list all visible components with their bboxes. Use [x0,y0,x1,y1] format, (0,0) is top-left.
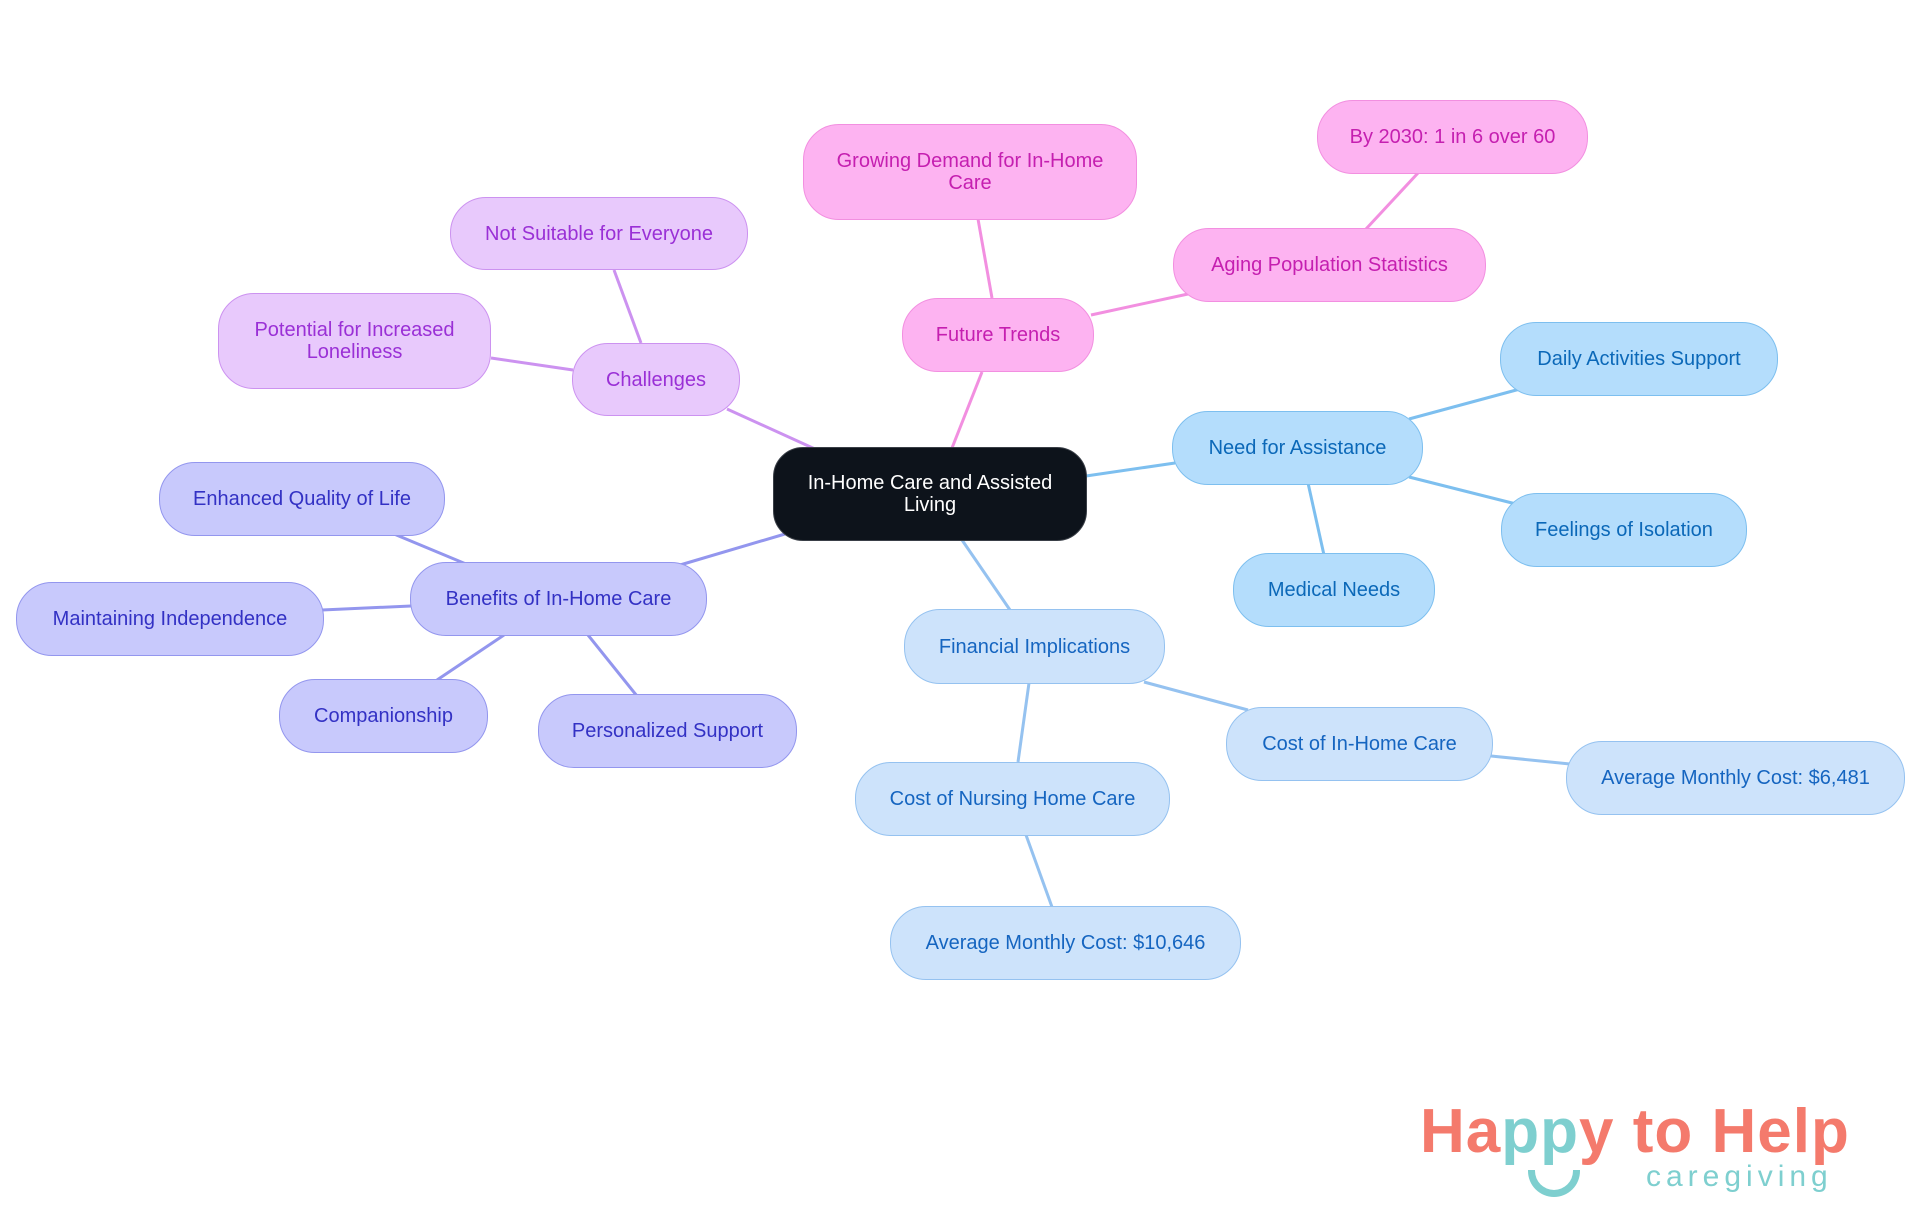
node-label: Future Trends [935,324,1061,346]
branch-node-cost-in-home-care[interactable]: Cost of In-Home Care [1226,707,1493,781]
node-label: Feelings of Isolation [1535,519,1713,541]
node-label: Growing Demand for In-Home Care [836,150,1104,194]
leaf-node-nursing-monthly-cost[interactable]: Average Monthly Cost: $10,646 [890,906,1241,980]
branch-node-benefits[interactable]: Benefits of In-Home Care [410,562,707,636]
leaf-node-in-home-monthly-cost[interactable]: Average Monthly Cost: $6,481 [1566,741,1905,815]
leaf-node-not-suitable[interactable]: Not Suitable for Everyone [450,197,748,270]
node-label: Need for Assistance [1208,437,1387,459]
node-label: Maintaining Independence [52,608,288,630]
node-label: Not Suitable for Everyone [485,222,713,245]
logo-tagline: caregiving [1646,1160,1833,1193]
node-label: Personalized Support [571,720,764,742]
leaf-node-growing-demand[interactable]: Growing Demand for In-Home Care [803,124,1137,220]
logo-wordmark: Happy to Help [1420,1097,1850,1166]
root-node[interactable]: In-Home Care and Assisted Living [773,447,1087,541]
node-label: Companionship [314,705,453,727]
leaf-node-increased-loneliness[interactable]: Potential for Increased Loneliness [218,293,491,389]
node-label: Potential for Increased Loneliness [254,319,455,363]
leaf-node-maintaining-independence[interactable]: Maintaining Independence [16,582,324,656]
node-label: Enhanced Quality of Life [193,488,411,510]
leaf-node-feelings-isolation[interactable]: Feelings of Isolation [1501,493,1747,567]
leaf-node-enhanced-quality[interactable]: Enhanced Quality of Life [159,462,445,536]
leaf-node-medical-needs[interactable]: Medical Needs [1233,553,1435,627]
leaf-node-by-2030[interactable]: By 2030: 1 in 6 over 60 [1317,100,1588,174]
happy-to-help-logo: Happy to Help caregiving [1420,1100,1880,1200]
smile-icon [1528,1170,1580,1197]
branch-node-future-trends[interactable]: Future Trends [902,298,1094,372]
node-label: Benefits of In-Home Care [445,588,672,610]
node-label: Average Monthly Cost: $6,481 [1601,767,1870,789]
node-label: Cost of In-Home Care [1262,733,1457,755]
leaf-node-companionship[interactable]: Companionship [279,679,488,753]
node-label: Cost of Nursing Home Care [889,788,1136,810]
node-label: Aging Population Statistics [1211,254,1448,276]
leaf-node-personalized-support[interactable]: Personalized Support [538,694,797,768]
branch-node-challenges[interactable]: Challenges [572,343,740,416]
node-label: Daily Activities Support [1537,348,1741,370]
branch-node-aging-population[interactable]: Aging Population Statistics [1173,228,1486,302]
branch-node-cost-nursing-home[interactable]: Cost of Nursing Home Care [855,762,1170,836]
leaf-node-daily-activities[interactable]: Daily Activities Support [1500,322,1778,396]
node-label: Challenges [605,368,707,391]
root-node-label: In-Home Care and Assisted Living [807,472,1053,516]
branch-node-need-for-assistance[interactable]: Need for Assistance [1172,411,1423,485]
branch-node-financial-implications[interactable]: Financial Implications [904,609,1165,684]
node-label: By 2030: 1 in 6 over 60 [1349,126,1556,148]
node-label: Average Monthly Cost: $10,646 [925,932,1206,954]
node-label: Financial Implications [938,635,1131,658]
node-label: Medical Needs [1267,579,1401,601]
